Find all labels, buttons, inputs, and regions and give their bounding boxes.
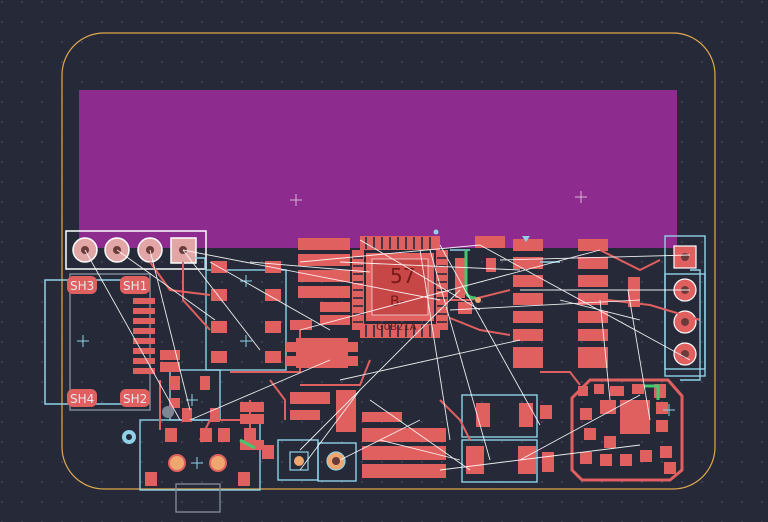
crosshair-left <box>186 275 252 469</box>
through-holes-bottom[interactable] <box>122 406 346 513</box>
vias[interactable] <box>433 229 531 304</box>
usb-shield-pads[interactable] <box>67 276 150 407</box>
ic-ref-label: 57 <box>390 264 415 288</box>
usb-pin-pads[interactable] <box>133 298 155 374</box>
ic-code-label: G0B21A <box>376 322 417 333</box>
crosshair-usb <box>77 335 89 347</box>
footprint-pads-left[interactable] <box>145 261 281 486</box>
sensor-cluster[interactable] <box>570 378 684 482</box>
ratsnest <box>84 239 691 471</box>
zone-crosshair <box>290 191 587 206</box>
copper-zone[interactable] <box>79 90 677 248</box>
label-sh3: SH3 <box>70 279 94 293</box>
label-sh4: SH4 <box>70 392 94 406</box>
label-sh1: SH1 <box>123 279 147 293</box>
passive-components-right[interactable] <box>466 239 640 474</box>
footprint-left-group[interactable] <box>139 235 706 491</box>
ic-sub-label: B- <box>390 294 405 310</box>
copper-traces <box>149 249 701 441</box>
board-outline[interactable] <box>61 32 716 490</box>
label-sh2: SH2 <box>123 392 147 406</box>
